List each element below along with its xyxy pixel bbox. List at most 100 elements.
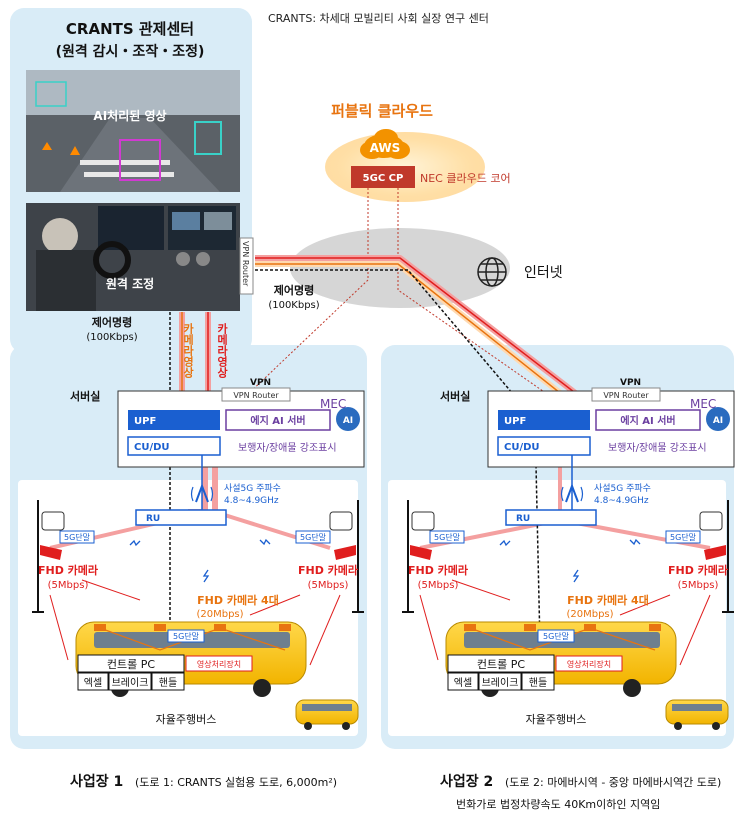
small-bus-wheel: [712, 722, 720, 730]
vpn-label: VPN: [250, 378, 271, 388]
cudu-label: CU/DU: [504, 442, 540, 453]
ai-video-image: [26, 70, 240, 192]
highlight-label: 보행자/장애물 강조표시: [238, 442, 337, 454]
remote-control-label: 원격 조정: [106, 276, 154, 291]
camera-right-rate: (5Mbps): [678, 580, 719, 591]
small-bus-wheel: [674, 722, 682, 730]
camera-feed-line: [249, 594, 301, 616]
core-box: [351, 166, 415, 188]
globe-icon: [477, 257, 507, 287]
wireless-icon: [129, 539, 141, 547]
ai-video-label: AI처리된 영상: [93, 108, 166, 123]
aws-cloud-icon: [360, 129, 410, 159]
cudu-box: [497, 436, 591, 456]
bus-camera-rate: (20Mbps): [196, 609, 243, 620]
bus-camera-icon: [649, 624, 661, 631]
ru-box: [505, 509, 597, 526]
camera-feed-line: [81, 579, 141, 601]
edge-server-label: 에지 AI 서버: [620, 414, 675, 427]
wireless-icon: [202, 569, 210, 583]
control-item-box: [521, 672, 555, 691]
wireless-icon: [629, 538, 641, 546]
freq-line1: 사설5G 주파수: [594, 483, 651, 494]
mec-label: MEC: [690, 397, 716, 411]
camera-left-icon: [410, 545, 432, 560]
video-proc-label: 영상처리장치: [197, 659, 241, 669]
camera-left-rate: (5Mbps): [48, 580, 89, 591]
site-extra: 번화가로 법정차량속도 40Km이하인 지역임: [456, 797, 660, 811]
camera-left-icon: [40, 545, 62, 560]
camera-right-label: FHD 카메라: [668, 563, 729, 577]
edge-server-box: [595, 409, 701, 431]
wireless-icon: [572, 569, 580, 583]
terminal-device-icon: [411, 511, 435, 531]
bus-wheel: [623, 679, 641, 697]
site-subtitle: (도로 1: CRANTS 실험용 도로, 6,000m²): [135, 776, 337, 789]
bus-camera-icon: [154, 624, 166, 631]
bus-terminal-box: [537, 629, 575, 643]
control-pc-label: 컨트롤 PC: [107, 658, 155, 671]
bus-camera-icon: [524, 624, 536, 631]
bus-wheel: [253, 679, 271, 697]
cloud-title: 퍼블릭 클라우드: [331, 102, 433, 120]
ru-label: RU: [146, 514, 160, 524]
internet-label: 인터넷: [524, 265, 563, 281]
small-bus-windows: [672, 704, 722, 711]
control-item-label: 핸들: [529, 677, 547, 689]
video-proc-label: 영상처리장치: [567, 659, 611, 669]
core-label: 5GC CP: [363, 173, 404, 184]
control-item-label: 핸들: [159, 677, 177, 689]
upf-label: UPF: [134, 416, 156, 427]
antenna-icon: [195, 483, 209, 503]
control-center-title: CRANTS 관제센터: [66, 20, 194, 38]
internet-command-label: 제어명령: [274, 283, 314, 297]
core-desc: NEC 클라우드 코어: [420, 172, 511, 185]
small-bus-icon: [295, 699, 359, 725]
edge-server-label: 에지 AI 서버: [250, 414, 305, 427]
remote-control-image: [26, 203, 240, 311]
upf-box: [128, 410, 220, 430]
ru-label: RU: [516, 514, 530, 524]
wireless-icon: [499, 539, 511, 547]
mec-label: MEC: [320, 397, 346, 411]
camera-video-label-1: 카메라영상: [182, 322, 195, 379]
terminal-device-icon: [699, 511, 723, 531]
small-bus-wheel: [342, 722, 350, 730]
camera-feed-line: [679, 594, 711, 666]
camera-feed-line: [309, 594, 341, 666]
control-pc-box: [77, 654, 185, 673]
bus-terminal-label: 5G단말: [543, 631, 570, 641]
site-title: 사업장 2: [440, 773, 493, 790]
control-item-label: 브레이크: [482, 677, 519, 689]
cloud-link-site2: [397, 188, 551, 397]
vpn-router-box: [221, 387, 291, 402]
bus-camera-rate: (20Mbps): [566, 609, 613, 620]
control-pc-label: 컨트롤 PC: [477, 658, 525, 671]
camera-feed-line: [419, 594, 439, 661]
signal-icon: [190, 486, 214, 502]
terminal-right-box: [295, 530, 331, 544]
server-room-label: 서버실: [70, 389, 100, 403]
terminal-device-icon: [329, 511, 353, 531]
site-title: 사업장 1: [70, 773, 123, 790]
server-room-label: 서버실: [440, 389, 470, 403]
terminal-left-box: [59, 530, 95, 544]
small-bus-wheel: [304, 722, 312, 730]
camera-right-label: FHD 카메라: [298, 563, 359, 577]
terminal-left-box: [429, 530, 465, 544]
vpn-label: VPN: [620, 378, 641, 388]
video-proc-box: [555, 655, 623, 672]
ai-badge-label: AI: [713, 416, 723, 426]
ai-brain-icon: [336, 407, 360, 431]
small-bus-windows: [302, 704, 352, 711]
bus-terminal-box: [167, 629, 205, 643]
bus-label: 자율주행버스: [156, 713, 217, 726]
control-item-box: [447, 672, 479, 691]
header-caption: CRANTS: 차세대 모빌리티 사회 실장 연구 센터: [268, 12, 489, 25]
camera-left-rate: (5Mbps): [418, 580, 459, 591]
camera-feed-line: [451, 579, 511, 601]
site-subtitle: (도로 2: 마에바시역 - 중앙 마에바시역간 도로): [505, 776, 721, 789]
